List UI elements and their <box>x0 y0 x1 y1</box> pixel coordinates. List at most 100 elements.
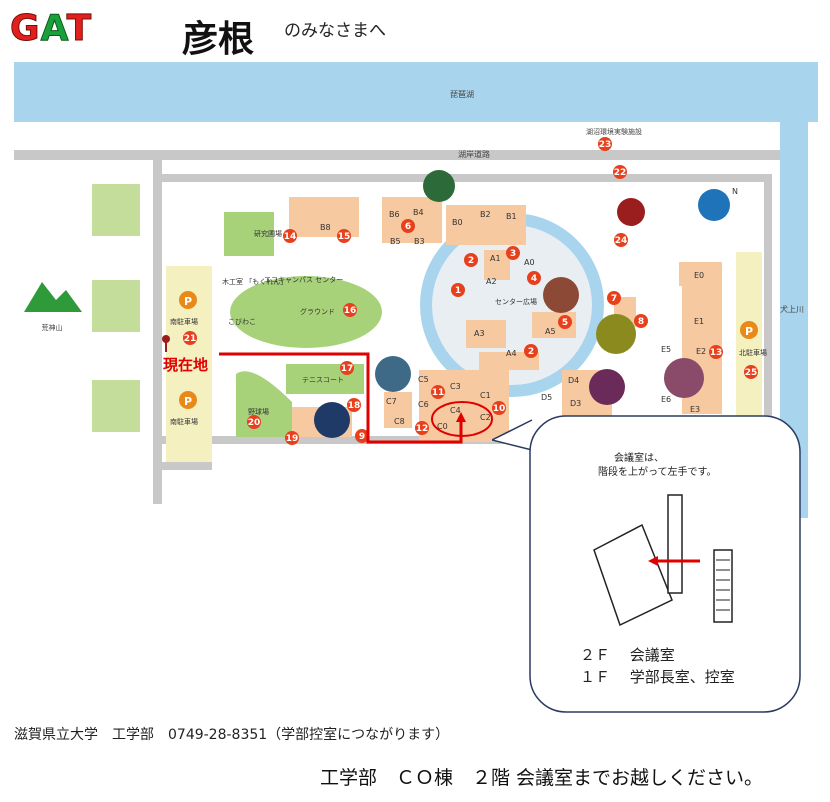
destination-circle <box>431 401 493 437</box>
svg-text:C8: C8 <box>394 417 405 426</box>
road-label: 湖岸道路 <box>458 149 490 159</box>
svg-text:B8: B8 <box>320 223 331 232</box>
svg-text:A0: A0 <box>524 258 535 267</box>
svg-text:D4: D4 <box>568 376 579 385</box>
svg-text:B0: B0 <box>452 218 463 227</box>
callout-line-1: 会議室は、 <box>614 453 664 464</box>
river-label: 犬上川 <box>780 304 804 314</box>
lake-biwa <box>14 62 818 122</box>
svg-text:B3: B3 <box>414 237 425 246</box>
svg-text:A4: A4 <box>506 349 517 358</box>
svg-text:12: 12 <box>416 424 429 434</box>
lakeside-road <box>14 150 780 160</box>
south-parking-label-1: 南駐車場 <box>170 317 198 326</box>
south-parking-label-2: 南駐車場 <box>170 417 198 426</box>
svg-text:B4: B4 <box>413 208 424 217</box>
woodshop-label: 木工室 「もくれん」 <box>222 277 287 286</box>
callout-line-2: 階段を上がって左手です。 <box>598 467 717 478</box>
lake-label: 琵琶湖 <box>450 90 474 99</box>
svg-text:B2: B2 <box>480 210 491 219</box>
svg-text:17: 17 <box>341 364 354 374</box>
svg-text:A3: A3 <box>474 329 485 338</box>
floor-2-label: ２Ｆ 会議室 <box>580 646 675 664</box>
fields-left <box>92 184 140 432</box>
svg-text:23: 23 <box>599 140 612 150</box>
svg-text:6: 6 <box>405 222 411 232</box>
city-title: 彦根 <box>182 18 255 60</box>
svg-text:20: 20 <box>248 418 261 428</box>
svg-text:D5: D5 <box>541 393 552 402</box>
svg-text:C2: C2 <box>480 413 491 422</box>
svg-text:2: 2 <box>528 347 534 357</box>
route-line <box>219 352 463 444</box>
svg-text:E1: E1 <box>694 317 704 326</box>
svg-text:24: 24 <box>615 236 628 246</box>
tennis-label: テニスコート <box>302 376 344 384</box>
svg-text:E2: E2 <box>696 347 706 356</box>
svg-text:11: 11 <box>432 388 445 398</box>
svg-text:P: P <box>745 325 753 338</box>
svg-text:8: 8 <box>638 317 644 327</box>
svg-text:10: 10 <box>493 404 506 414</box>
svg-text:16: 16 <box>344 306 357 316</box>
compass-label: N <box>732 187 738 196</box>
svg-text:C1: C1 <box>480 391 491 400</box>
svg-text:21: 21 <box>184 334 197 344</box>
farm-label: 研究圃場 <box>254 229 282 238</box>
svg-text:B6: B6 <box>389 210 400 219</box>
svg-text:P: P <box>184 295 192 308</box>
svg-text:A2: A2 <box>486 277 497 286</box>
svg-text:C4: C4 <box>450 406 461 415</box>
svg-text:A5: A5 <box>545 327 556 336</box>
svg-text:9: 9 <box>359 432 365 442</box>
svg-text:14: 14 <box>284 232 297 242</box>
subtitle: のみなさまへ <box>284 21 386 41</box>
callout-bubble <box>492 415 801 713</box>
directions: 工学部 ＣＯ棟 ２階 会議室までお越しください。 <box>320 767 764 789</box>
kobiwako-label: こびわこ <box>228 318 256 326</box>
baseball-label: 野球場 <box>248 407 269 416</box>
svg-text:19: 19 <box>286 434 299 444</box>
svg-text:13: 13 <box>710 348 723 358</box>
landmark-icons: N <box>314 170 738 438</box>
svg-text:E3: E3 <box>690 405 700 414</box>
svg-text:2: 2 <box>468 256 474 266</box>
svg-text:A1: A1 <box>490 254 501 263</box>
contact-info: 滋賀県立大学 工学部 0749-28-8351（学部控室につながります） <box>14 727 450 743</box>
svg-text:E5: E5 <box>661 345 671 354</box>
mountain <box>24 282 82 312</box>
plaza-label: センター広場 <box>495 297 537 306</box>
parking-icons: P P P <box>179 291 758 409</box>
svg-text:B5: B5 <box>390 237 401 246</box>
floor-1-label: １Ｆ 学部長室、控室 <box>580 668 735 686</box>
svg-text:E6: E6 <box>661 395 671 404</box>
svg-text:C6: C6 <box>418 400 429 409</box>
svg-text:B1: B1 <box>506 212 517 221</box>
farm <box>224 212 274 256</box>
number-markers: 1 2 3 4 5 6 7 8 9 10 11 12 13 14 15 16 1… <box>183 137 758 445</box>
svg-text:D3: D3 <box>570 399 581 408</box>
svg-text:1: 1 <box>455 286 461 296</box>
research-center-label: 湖沼環境実験施設 <box>586 127 642 136</box>
svg-text:C3: C3 <box>450 382 461 391</box>
svg-text:4: 4 <box>531 274 537 284</box>
svg-text:18: 18 <box>348 401 361 411</box>
svg-text:E0: E0 <box>694 271 704 280</box>
baseball-field <box>236 371 292 437</box>
north-parking-label: 北駐車場 <box>739 348 767 357</box>
svg-text:22: 22 <box>614 168 627 178</box>
eco-label: エコキャンパス センター <box>264 275 343 284</box>
svg-text:C5: C5 <box>418 375 429 384</box>
ground <box>230 276 382 348</box>
svg-text:7: 7 <box>611 294 617 304</box>
svg-text:5: 5 <box>562 318 568 328</box>
ground-label: グラウンド <box>300 307 335 316</box>
svg-text:C7: C7 <box>386 397 397 406</box>
current-location-label: 現在地 <box>163 356 208 374</box>
svg-text:P: P <box>184 395 192 408</box>
svg-text:C0: C0 <box>437 422 448 431</box>
svg-text:15: 15 <box>338 232 351 242</box>
svg-text:25: 25 <box>745 368 758 378</box>
mountain-label: 荒神山 <box>42 323 63 332</box>
